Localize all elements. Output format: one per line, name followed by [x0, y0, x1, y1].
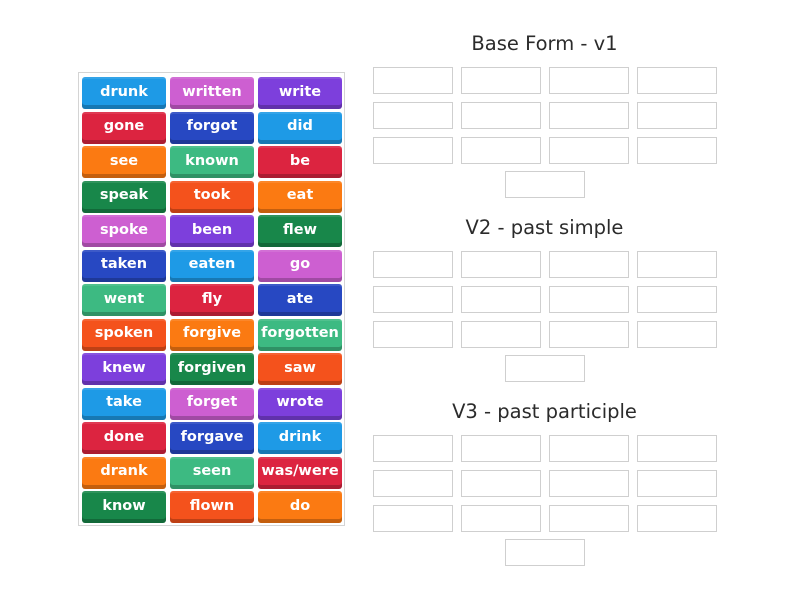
drop-slot-base-form-5[interactable] [373, 102, 453, 129]
word-tile[interactable]: see [82, 146, 166, 178]
drop-slot-base-form-6[interactable] [461, 102, 541, 129]
word-tile[interactable]: go [258, 249, 342, 282]
word-tile[interactable]: forgiven [170, 353, 254, 385]
drop-slot-past-simple-11[interactable] [549, 321, 629, 348]
word-tile[interactable]: drank [82, 456, 166, 489]
word-tile[interactable]: write [258, 77, 342, 109]
drop-slot-past-participle-8[interactable] [637, 470, 717, 497]
drop-slot-past-simple-10[interactable] [461, 321, 541, 348]
drop-slot-past-simple-7[interactable] [549, 286, 629, 313]
drop-slot-past-simple-8[interactable] [637, 286, 717, 313]
word-tile[interactable]: was/were [258, 456, 342, 489]
word-tile[interactable]: wrote [258, 387, 342, 420]
drop-zone-base-form [373, 67, 717, 164]
drop-slot-base-form-11[interactable] [549, 137, 629, 164]
group-title-past-simple: V2 - past simple [465, 216, 624, 239]
word-tile[interactable]: known [170, 146, 254, 178]
group-title-past-participle: V3 - past participle [452, 400, 637, 423]
word-tile[interactable]: took [170, 180, 254, 213]
word-tile[interactable]: eat [258, 180, 342, 213]
word-tile[interactable]: do [258, 491, 342, 523]
word-tile[interactable]: seen [170, 456, 254, 489]
word-tile[interactable]: eaten [170, 249, 254, 282]
word-tile[interactable]: take [82, 387, 166, 420]
drop-slot-past-participle-1[interactable] [373, 435, 453, 462]
group-title-base-form: Base Form - v1 [471, 32, 618, 55]
word-tile[interactable]: went [82, 284, 166, 316]
drop-slot-base-form-1[interactable] [373, 67, 453, 94]
drop-slot-past-simple-9[interactable] [373, 321, 453, 348]
drop-slot-base-form-2[interactable] [461, 67, 541, 94]
word-tile[interactable]: forgave [170, 422, 254, 454]
word-tile[interactable]: be [258, 146, 342, 178]
drop-zone-past-simple [373, 251, 717, 348]
drop-slot-base-form-12[interactable] [637, 137, 717, 164]
drop-slot-past-participle-2[interactable] [461, 435, 541, 462]
word-tile[interactable]: drink [258, 422, 342, 454]
drop-slot-past-simple-3[interactable] [549, 251, 629, 278]
word-tile[interactable]: know [82, 491, 166, 523]
drop-slot-past-participle-6[interactable] [461, 470, 541, 497]
drop-zone-past-participle [373, 435, 717, 532]
drop-slot-base-form-7[interactable] [549, 102, 629, 129]
word-tile[interactable]: ate [258, 284, 342, 316]
drop-slot-past-participle-4[interactable] [637, 435, 717, 462]
drop-slot-base-form-10[interactable] [461, 137, 541, 164]
drop-slot-past-participle-13[interactable] [505, 539, 585, 566]
drop-slot-past-participle-12[interactable] [637, 505, 717, 532]
word-tile[interactable]: forgive [170, 318, 254, 351]
drop-slot-past-simple-5[interactable] [373, 286, 453, 313]
drop-slot-past-simple-13[interactable] [505, 355, 585, 382]
drop-slot-base-form-13[interactable] [505, 171, 585, 198]
drop-slot-past-participle-3[interactable] [549, 435, 629, 462]
drop-slot-past-simple-2[interactable] [461, 251, 541, 278]
drop-slot-past-simple-6[interactable] [461, 286, 541, 313]
word-tile[interactable]: gone [82, 111, 166, 144]
drop-slot-past-participle-7[interactable] [549, 470, 629, 497]
drop-slot-base-form-8[interactable] [637, 102, 717, 129]
drop-slot-past-simple-1[interactable] [373, 251, 453, 278]
drop-slot-base-form-4[interactable] [637, 67, 717, 94]
drop-slot-base-form-9[interactable] [373, 137, 453, 164]
drop-slot-past-simple-4[interactable] [637, 251, 717, 278]
drop-slot-past-participle-10[interactable] [461, 505, 541, 532]
drop-slot-past-simple-12[interactable] [637, 321, 717, 348]
word-tile[interactable]: forget [170, 387, 254, 420]
drop-slot-past-participle-5[interactable] [373, 470, 453, 497]
word-tile[interactable]: fly [170, 284, 254, 316]
word-tile[interactable]: flew [258, 215, 342, 247]
word-tile[interactable]: spoken [82, 318, 166, 351]
word-tile[interactable]: done [82, 422, 166, 454]
word-tile[interactable]: flown [170, 491, 254, 523]
drop-slot-base-form-3[interactable] [549, 67, 629, 94]
word-tile[interactable]: taken [82, 249, 166, 282]
word-tile[interactable]: written [170, 77, 254, 109]
word-tile[interactable]: drunk [82, 77, 166, 109]
word-tile[interactable]: forgot [170, 111, 254, 144]
word-tile[interactable]: forgotten [258, 318, 342, 351]
drop-slot-past-participle-9[interactable] [373, 505, 453, 532]
word-tile[interactable]: saw [258, 353, 342, 385]
drop-slot-past-participle-11[interactable] [549, 505, 629, 532]
word-tile[interactable]: did [258, 111, 342, 144]
word-tile[interactable]: been [170, 215, 254, 247]
word-tile[interactable]: spoke [82, 215, 166, 247]
word-tile[interactable]: speak [82, 180, 166, 213]
word-tile[interactable]: knew [82, 353, 166, 385]
